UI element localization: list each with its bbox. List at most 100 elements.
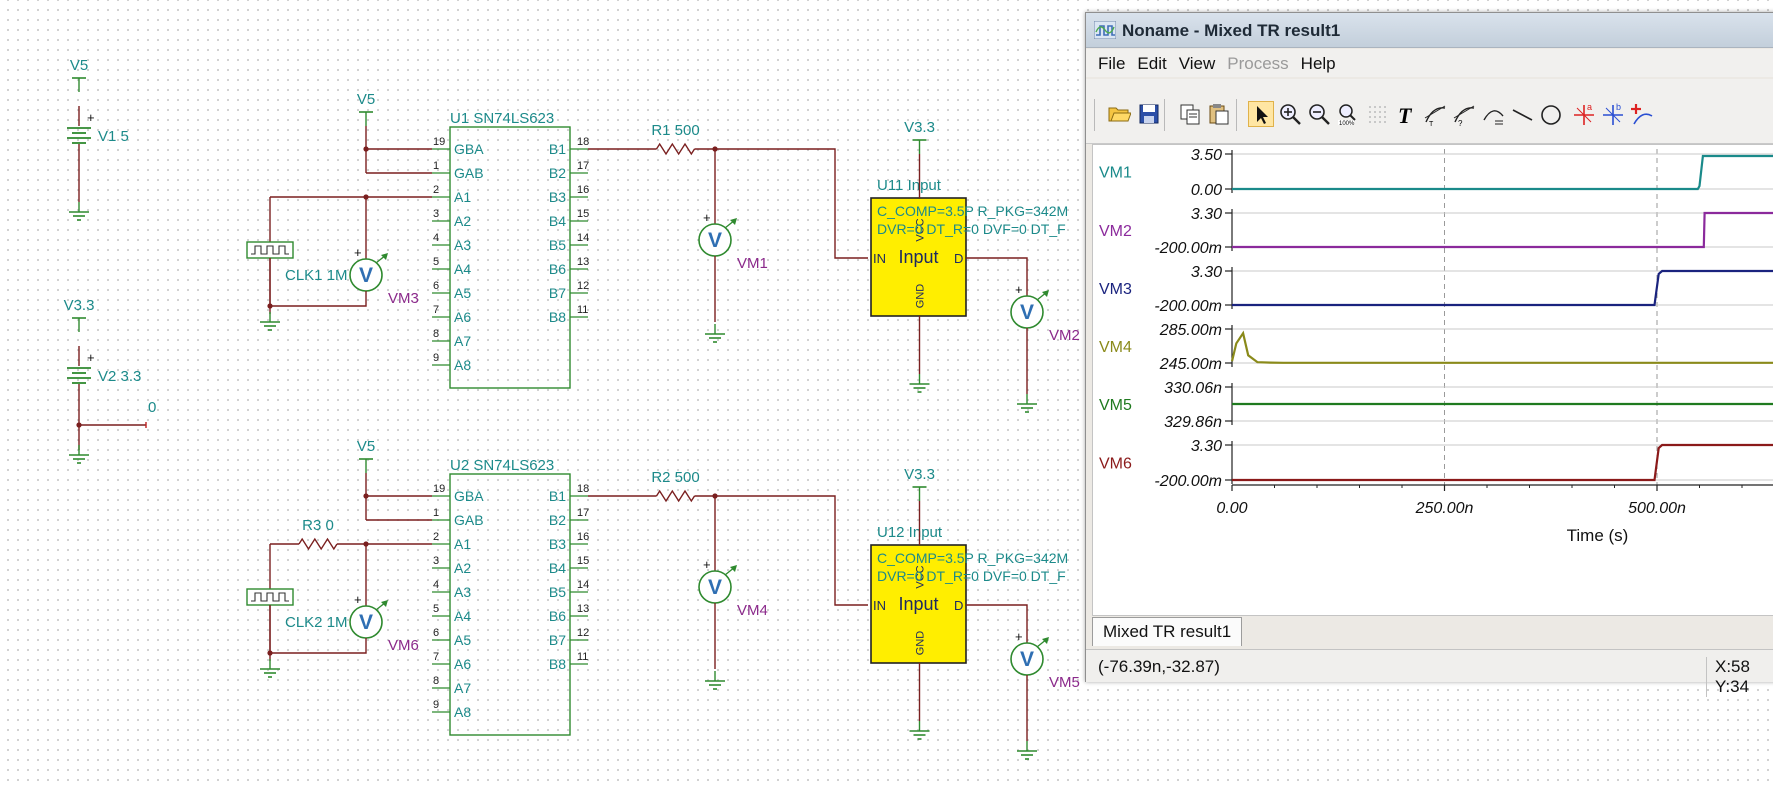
cursor-a-icon: a: [1574, 102, 1594, 125]
toolbar: 100% T T? a b: [1086, 79, 1773, 144]
clock-source-1[interactable]: [246, 241, 294, 259]
menu-edit[interactable]: Edit: [1137, 54, 1167, 73]
pin-number: 4: [433, 232, 439, 244]
buffer-params: C_COMP=3.5P R_PKG=342M: [877, 550, 1068, 566]
add-cursor-button[interactable]: [1629, 101, 1655, 127]
pin-name: A8: [454, 357, 471, 373]
copy-button[interactable]: [1177, 101, 1203, 127]
menu-help[interactable]: Help: [1300, 54, 1336, 73]
ground-icon: [69, 445, 89, 464]
resistor-1[interactable]: [636, 142, 715, 156]
zoom-100-button[interactable]: 100%: [1335, 101, 1361, 127]
voltmeter-vm6[interactable]: V+: [349, 592, 388, 639]
voltmeter-vm1[interactable]: V+: [698, 210, 737, 257]
voltmeter-vm2[interactable]: V+: [1010, 282, 1049, 329]
open-folder-button[interactable]: [1106, 101, 1132, 127]
net-label: V3.3: [64, 297, 95, 314]
tangent-query-button[interactable]: ?: [1451, 101, 1477, 127]
junction-dot: [363, 146, 369, 152]
supply-terminal-icon: [359, 458, 373, 473]
voltmeter-vm4[interactable]: V+: [698, 557, 737, 604]
pin-number: 3: [433, 208, 439, 220]
copy-icon: [1180, 104, 1200, 125]
clock-source-2[interactable]: [246, 588, 294, 606]
series-label-vm4: VM4: [1099, 339, 1132, 356]
buffer-pin: GND: [915, 284, 927, 309]
series-line-vm6[interactable]: [1232, 443, 1773, 482]
title-bar[interactable]: Noname - Mixed TR result1: [1086, 13, 1773, 48]
svg-text:+: +: [703, 210, 711, 225]
menu-process[interactable]: Process: [1227, 54, 1289, 73]
input-buffer-2[interactable]: [870, 544, 967, 664]
resistor-2[interactable]: [636, 489, 715, 503]
circle-button[interactable]: [1538, 101, 1564, 127]
svg-text:V: V: [1020, 648, 1034, 671]
pin-number: 18: [577, 136, 589, 148]
pin-name: B5: [549, 237, 566, 253]
cursor-a-button[interactable]: a: [1571, 101, 1597, 127]
line-button[interactable]: [1509, 101, 1535, 127]
pin-number: 5: [433, 256, 439, 268]
x-axis-label: Time (s): [1567, 526, 1629, 545]
pin-number: 7: [433, 304, 439, 316]
buffer-label: U12 Input: [877, 524, 943, 541]
buffer-type: Input: [898, 594, 938, 614]
tangent-query-icon: ?: [1453, 105, 1475, 126]
svg-text:T: T: [1429, 121, 1434, 126]
cursor-b-button[interactable]: b: [1600, 101, 1626, 127]
pin-name: A8: [454, 704, 471, 720]
svg-text:V: V: [359, 264, 373, 287]
pin-number: 9: [433, 699, 439, 711]
zoom-in-button[interactable]: [1277, 101, 1303, 127]
series-line-vm1[interactable]: [1232, 154, 1773, 191]
tangent-button[interactable]: T: [1422, 101, 1448, 127]
buffer-pin: VCC: [915, 218, 927, 241]
series-label-vm1: VM1: [1099, 165, 1132, 182]
tangent-icon: T: [1424, 105, 1446, 126]
x-tick-label: 500.00n: [1628, 500, 1686, 517]
junction-dot: [363, 541, 369, 547]
voltmeter-vm5[interactable]: V+: [1010, 629, 1049, 676]
pointer-button[interactable]: [1248, 101, 1274, 127]
grid-button[interactable]: [1364, 101, 1390, 127]
zoom-out-button[interactable]: [1306, 101, 1332, 127]
meter-label: VM5: [1049, 674, 1080, 691]
ic-2[interactable]: [449, 473, 571, 736]
buffer-params: DVR=0 DT_R=0 DVF=0 DT_F: [877, 568, 1066, 584]
series-label-vm3: VM3: [1099, 281, 1132, 298]
tab-mixed-tr-result1[interactable]: Mixed TR result1: [1092, 617, 1243, 646]
pin-number: 19: [433, 483, 445, 495]
voltmeter-vm3[interactable]: V+: [349, 245, 388, 292]
series-line-vm3[interactable]: [1232, 269, 1773, 307]
ground-icon: [260, 312, 280, 331]
paste-button[interactable]: [1206, 101, 1232, 127]
pin-number: 8: [433, 328, 439, 340]
pin-name: B8: [549, 656, 566, 672]
series-line-vm2[interactable]: [1232, 211, 1773, 249]
waveform-chart[interactable]: 3.500.00VM13.30-200.00mVM23.30-200.00mVM…: [1093, 145, 1773, 615]
ground-icon: [705, 324, 725, 343]
toolbar-separator: [1094, 99, 1095, 131]
save-button[interactable]: [1136, 101, 1162, 127]
pin-name: GBA: [454, 141, 484, 157]
menu-file[interactable]: File: [1098, 54, 1126, 73]
ic-1[interactable]: [449, 126, 571, 389]
pin-number: 16: [577, 184, 589, 196]
text-button[interactable]: T: [1393, 101, 1419, 127]
series-line-vm4[interactable]: [1230, 330, 1773, 364]
pin-number: 8: [433, 675, 439, 687]
svg-text:b: b: [1616, 102, 1621, 112]
menu-view[interactable]: View: [1178, 54, 1216, 73]
simulation-result-window[interactable]: Noname - Mixed TR result1 File Edit View Pr…: [1085, 12, 1773, 697]
net-label: V5: [357, 438, 375, 455]
resistor-4[interactable]: [270, 537, 366, 551]
battery-source-icon[interactable]: +: [67, 106, 95, 168]
input-buffer-1[interactable]: [870, 197, 967, 317]
meter-label: VM3: [388, 290, 419, 307]
curve-fit-button[interactable]: [1480, 101, 1506, 127]
meter-label: VM2: [1049, 327, 1080, 344]
buffer-pin: IN: [873, 598, 886, 613]
battery-source-icon[interactable]: +: [67, 346, 95, 408]
